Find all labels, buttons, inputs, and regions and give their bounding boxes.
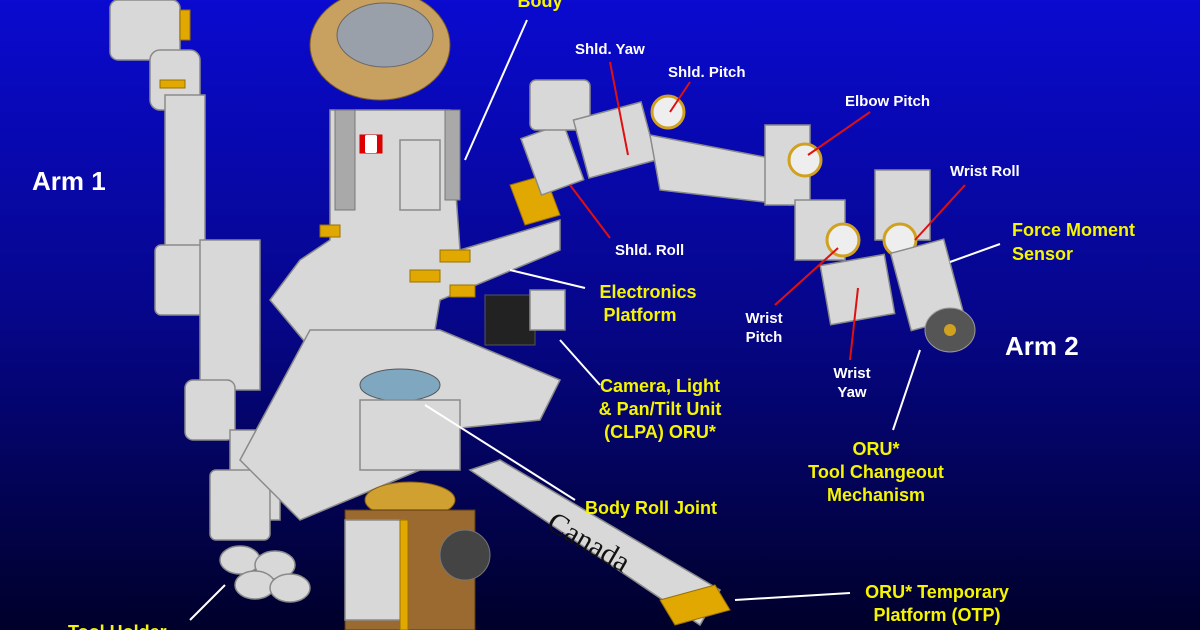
arrow-electronics-platform <box>509 269 586 289</box>
electronics-platform <box>319 224 476 298</box>
label-electronics-platform-2: Platform <box>603 305 676 325</box>
arrow-shld-roll <box>569 184 611 239</box>
label-tool-changeout-3: Mechanism <box>827 485 925 505</box>
label-arm-2: Arm 2 <box>1005 331 1079 361</box>
arrow-elbow-pitch <box>807 111 871 156</box>
pointer-arrows <box>189 19 1001 621</box>
tool-holder <box>219 545 311 603</box>
arrow-tool-changeout <box>892 349 921 431</box>
tool-changeout-mechanism <box>924 307 976 353</box>
label-tool-changeout-1: ORU* <box>852 439 899 459</box>
label-shld-pitch: Shld. Pitch <box>668 64 746 81</box>
label-electronics-platform-1: Electronics <box>599 282 696 302</box>
arrow-otp <box>734 592 851 601</box>
label-wrist-pitch-1: Wrist <box>745 310 782 327</box>
label-force-moment-sensor-1: Force Moment <box>1012 220 1135 240</box>
label-wrist-roll: Wrist Roll <box>950 163 1020 180</box>
arrow-wrist-pitch <box>774 247 839 306</box>
label-force-moment-sensor-2: Sensor <box>1012 244 1073 264</box>
arrow-wrist-roll <box>914 184 966 241</box>
label-shld-roll: Shld. Roll <box>615 242 684 259</box>
arrow-shld-yaw <box>609 61 629 156</box>
label-body: Body <box>518 0 563 11</box>
label-clpa-3: (CLPA) ORU* <box>604 422 716 442</box>
label-shld-yaw: Shld. Yaw <box>575 41 645 58</box>
labels: Body Arm 1 Arm 2 Shld. Yaw Shld. Pitch E… <box>32 0 1135 630</box>
label-otp-2: Platform (OTP) <box>873 605 1000 625</box>
label-clpa-1: Camera, Light <box>600 376 720 396</box>
arrow-shld-pitch <box>669 81 691 113</box>
label-wrist-yaw-1: Wrist <box>833 365 870 382</box>
arrow-clpa <box>559 339 601 386</box>
label-elbow-pitch: Elbow Pitch <box>845 93 930 110</box>
label-tool-changeout-2: Tool Changeout <box>808 462 944 482</box>
arm-2 <box>509 79 976 353</box>
central-body <box>239 0 566 630</box>
label-tool-holder: Tool Holder <box>68 622 167 630</box>
label-body-roll-joint: Body Roll Joint <box>585 498 717 518</box>
label-wrist-pitch-2: Pitch <box>746 329 783 346</box>
label-wrist-yaw-2: Yaw <box>837 384 867 401</box>
arrow-body-roll-joint <box>424 404 576 501</box>
otp-boom: Canada <box>468 459 731 627</box>
arrow-body <box>464 19 528 161</box>
arrow-wrist-yaw <box>849 287 859 361</box>
arrow-force-moment-sensor <box>949 243 1001 263</box>
clpa-camera <box>484 289 566 346</box>
label-arm-1: Arm 1 <box>32 166 106 196</box>
label-otp-1: ORU* Temporary <box>865 582 1009 602</box>
label-clpa-2: & Pan/Tilt Unit <box>599 399 722 419</box>
robot-illustration: Canada <box>109 0 976 630</box>
otp-platform <box>659 584 731 626</box>
arrow-tool-holder <box>189 584 226 621</box>
